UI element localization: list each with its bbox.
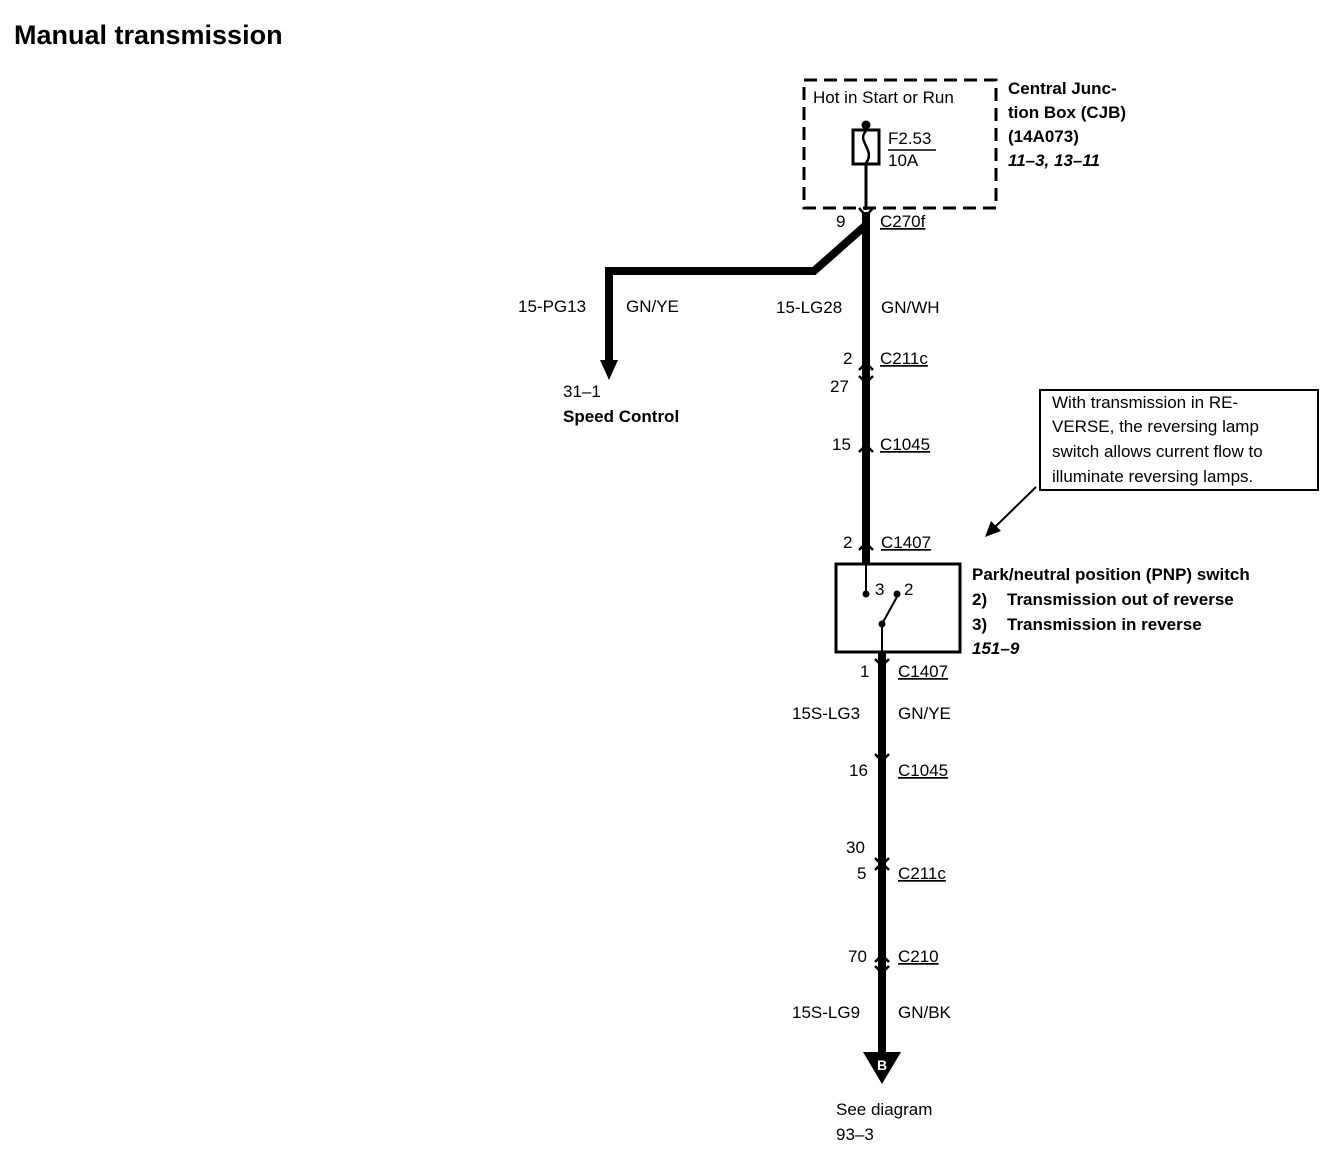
connector-c211c-bottom-pin-out: 5 [857,864,866,883]
connector-c211c-bottom-symbol [874,857,890,871]
pnp-contact-2-label: 2 [904,580,913,599]
pnp-pos2-num: 2) [972,590,987,609]
note-line1: With transmission in RE- [1052,393,1238,412]
connector-c211c-top-pin-out: 27 [830,377,849,396]
destination-marker-label: B [877,1057,887,1073]
note-line2: VERSE, the reversing lamp [1052,417,1259,436]
fuse-icon [851,128,881,166]
wire-pg13-circuit: 15-PG13 [518,297,586,316]
note-line3: switch allows current flow to [1052,442,1263,461]
connector-c1407-bottom-symbol [874,658,890,668]
pnp-ref: 151–9 [972,639,1020,658]
pnp-pos3-num: 3) [972,615,987,634]
connector-c211c-bottom-pin-in: 30 [846,838,865,857]
destination-marker-icon [863,1052,901,1084]
destination-line1: See diagram [836,1100,932,1119]
page-title: Manual transmission [14,20,283,50]
pnp-switch-arm [881,594,899,625]
pnp-pos2-text: Transmission out of reverse [1007,590,1234,609]
arrow-down-icon [600,360,618,380]
speed-control-ref: 31–1 [563,382,601,401]
cjb-hot-label: Hot in Start or Run [813,88,954,107]
connector-c1045-top-pin: 15 [832,435,851,454]
destination-line2: 93–3 [836,1125,874,1144]
connector-c270f-pin: 9 [836,212,845,231]
wire-lg3-color: GN/YE [898,704,951,723]
note-pointer-arrow-icon [985,521,1001,537]
connector-c210-name: C210 [898,947,939,966]
note-line4: illuminate reversing lamps. [1052,467,1253,486]
connector-c1407-top-name: C1407 [881,533,931,552]
wire-lg9-color: GN/BK [898,1003,952,1022]
connector-c1045-bottom-symbol [874,753,890,763]
connector-c210-pin: 70 [848,947,867,966]
wire-lg28-color: GN/WH [881,298,940,317]
fuse-id: F2.53 [888,129,931,148]
pnp-contact-3-label: 3 [875,580,884,599]
cjb-name-line2: tion Box (CJB) [1008,103,1126,122]
wire-lg3-circuit: 15S-LG3 [792,704,860,723]
connector-c1045-top-symbol [858,443,874,453]
wire-pg13-color: GN/YE [626,297,679,316]
connector-c211c-bottom-name: C211c [898,864,946,883]
cjb-refs: 11–3, 13–11 [1008,151,1100,170]
wire-lg9-circuit: 15S-LG9 [792,1003,860,1022]
cjb-name-line1: Central Junc- [1008,79,1117,98]
pnp-contact-2 [893,590,901,598]
fuse-rating: 10A [888,151,919,170]
connector-c211c-top-pin-in: 2 [843,349,852,368]
connector-c1407-bottom-pin: 1 [860,662,869,681]
pnp-switch-title: Park/neutral position (PNP) switch [972,565,1250,584]
note-pointer-line [994,486,1037,528]
connector-c1045-bottom-pin: 16 [849,761,868,780]
connector-c211c-top-name: C211c [880,349,928,368]
connector-c1407-top-symbol [858,541,874,551]
wire-lg28-circuit: 15-LG28 [776,298,842,317]
wire-15-pg13 [605,222,869,362]
connector-c270f-name: C270f [880,212,926,231]
cjb-part-number: (14A073) [1008,127,1079,146]
connector-c210-symbol [874,953,890,975]
connector-c1045-top-name: C1045 [880,435,930,454]
speed-control-label: Speed Control [563,407,679,426]
connector-c270f-symbol [858,207,874,218]
connector-c1407-bottom-name: C1407 [898,662,948,681]
pnp-switch-box [834,562,962,654]
note-box [1039,389,1319,491]
pnp-contact-3 [862,590,870,598]
connector-c1407-top-pin: 2 [843,533,852,552]
connector-c1045-bottom-name: C1045 [898,761,948,780]
connector-c211c-top-symbol [858,361,874,385]
pnp-pos3-text: Transmission in reverse [1007,615,1202,634]
